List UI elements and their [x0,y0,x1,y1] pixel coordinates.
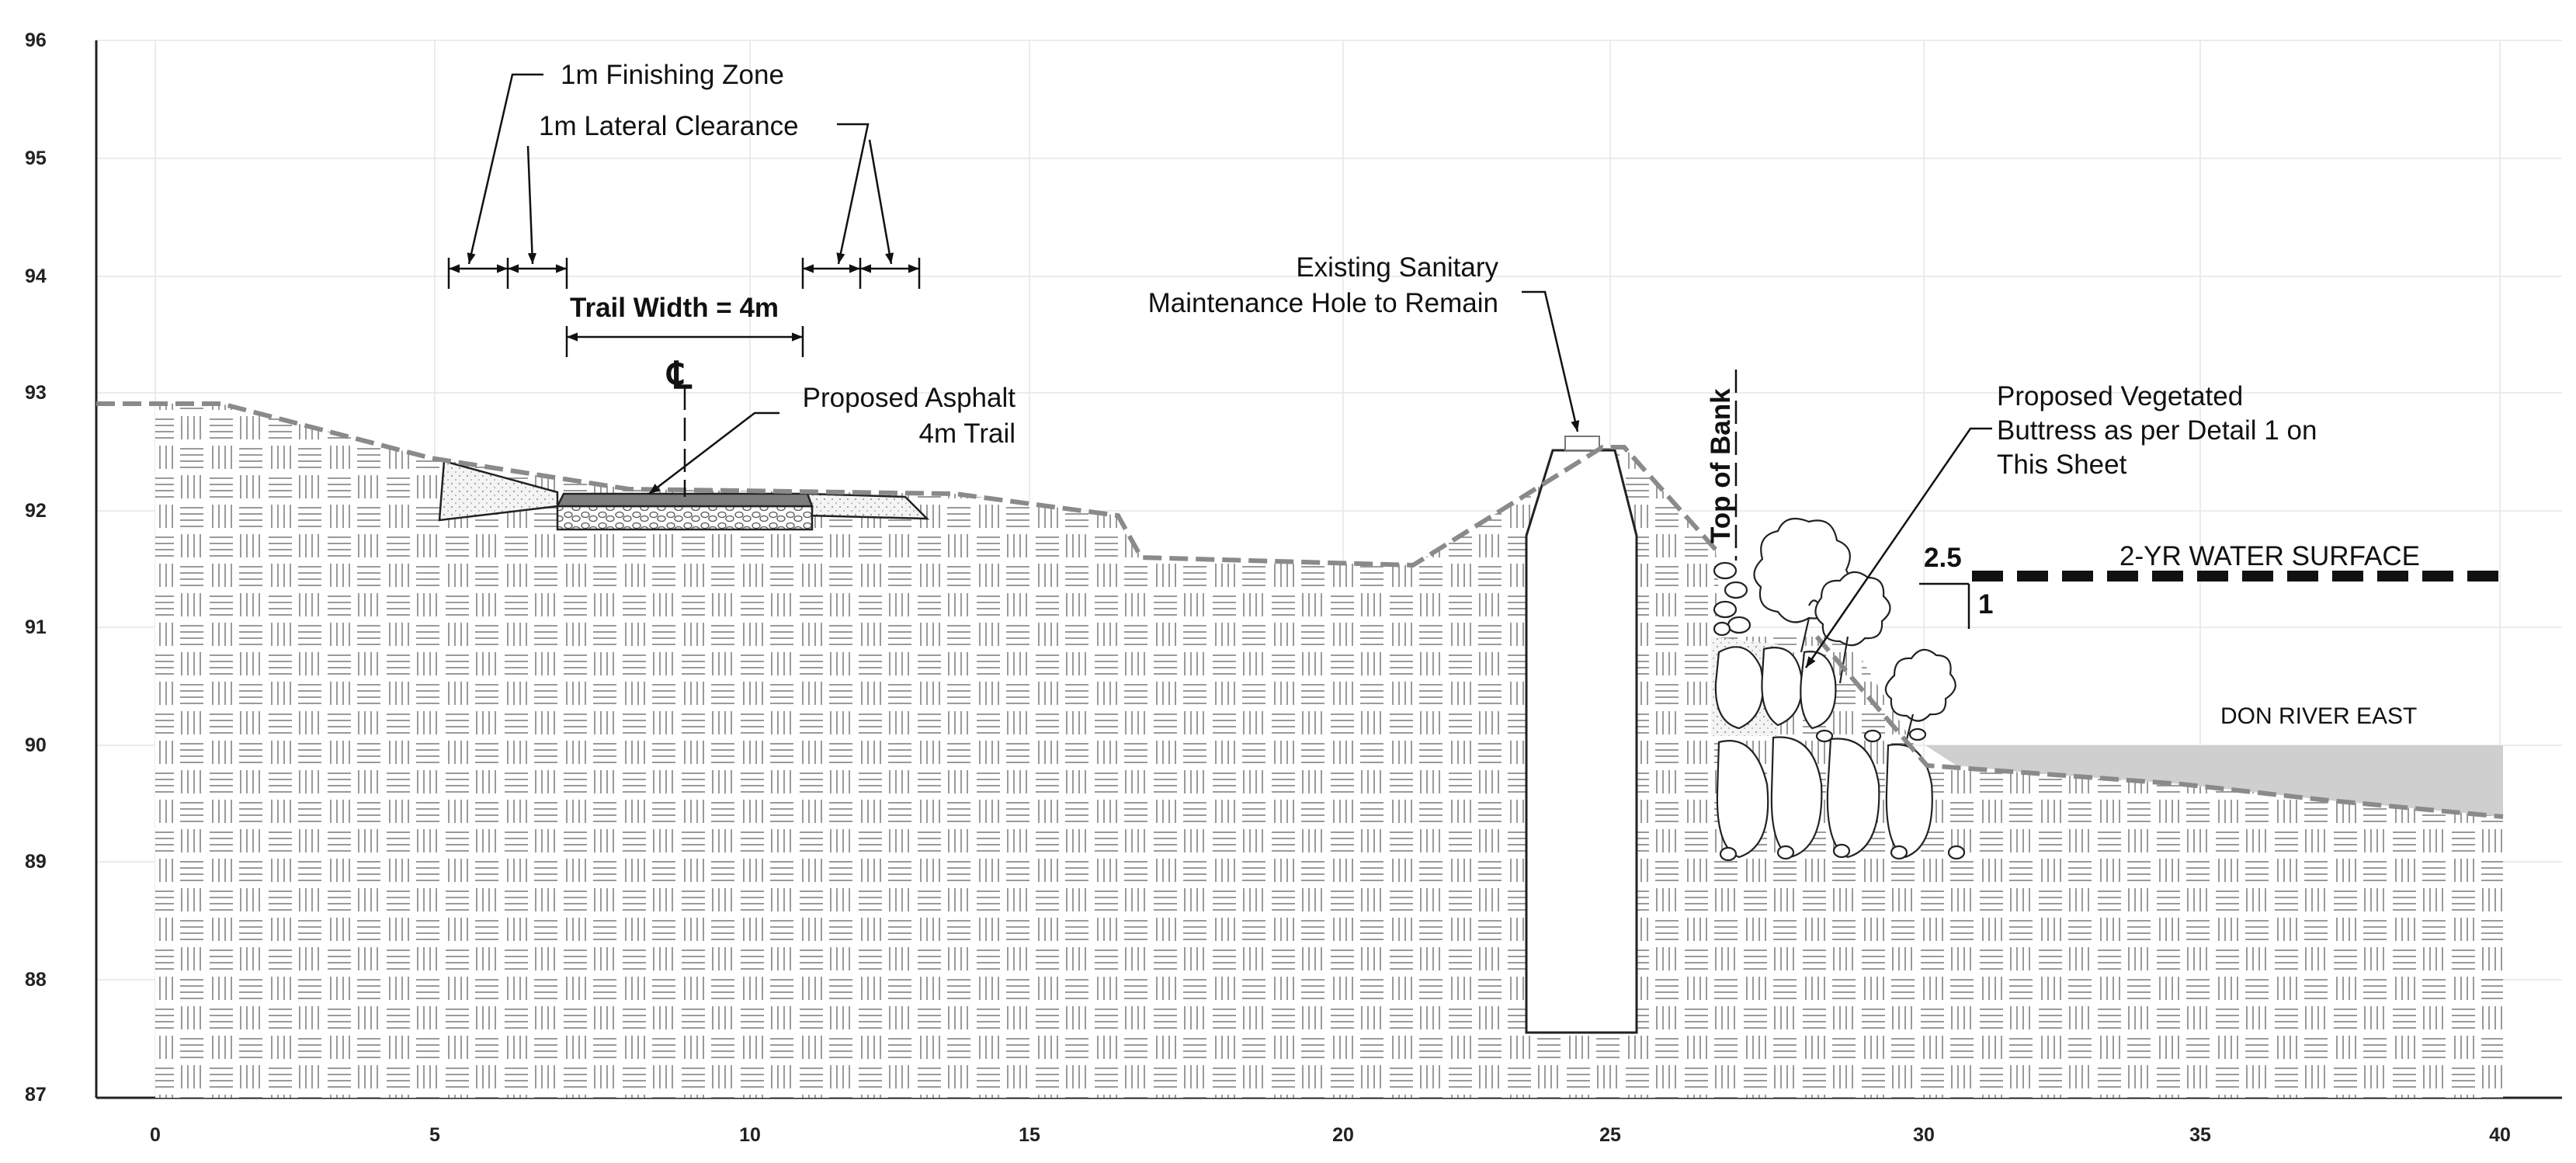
x-tick-label: 30 [1913,1124,1935,1146]
rock-cluster-upper [1713,561,1751,637]
buttress-leader [1804,427,1992,668]
shrub-lower [1884,648,1956,746]
slope-run-label: 2.5 [1924,543,1962,573]
centerline-symbol: ℄ [666,356,693,397]
water-surface-label: 2-YR WATER SURFACE [2119,541,2420,571]
y-tick-label: 90 [25,734,47,756]
slope-rise-label: 1 [1978,589,1993,620]
river-water-area [1925,745,2503,817]
top-of-bank-label: Top of Bank [1706,388,1736,543]
buttress-label-line1: Proposed Vegetated [1997,381,2243,411]
lateral-clearance-label: 1m Lateral Clearance [539,111,799,141]
x-tick-label: 20 [1332,1124,1354,1146]
y-tick-label: 88 [25,969,47,991]
x-tick-label: 25 [1599,1124,1621,1146]
y-tick-label: 93 [25,382,47,404]
y-tick-label: 92 [25,500,47,522]
asphalt-label-line1: Proposed Asphalt [803,383,1016,413]
buttress-label-line2: Buttress as per Detail 1 on [1997,415,2317,446]
bank-to-river-profile [1814,635,2504,819]
x-tick-label: 15 [1019,1124,1040,1146]
y-tick-label: 94 [25,266,47,287]
vegetated-buttress [1711,517,1966,862]
asphalt-leader [648,411,779,495]
x-tick-labels: 0 5 10 15 20 25 30 35 40 [150,1124,2511,1146]
buttress-label-line3: This Sheet [1997,450,2127,480]
trail-granular-base [556,505,814,531]
sanitary-leader [1522,290,1580,432]
x-tick-label: 0 [150,1124,161,1146]
x-tick-label: 10 [739,1124,761,1146]
sanitary-label-line1: Existing Sanitary [1296,252,1498,283]
y-tick-label: 87 [25,1084,47,1106]
x-tick-label: 40 [2489,1124,2511,1146]
river-label: DON RIVER EAST [2220,703,2417,729]
asphalt-label-line2: 4m Trail [919,418,1015,449]
x-tick-label: 5 [429,1124,440,1146]
sanitary-maintenance-hole [1525,436,1638,1034]
y-tick-label: 89 [25,851,47,873]
trail-dimensions [447,73,921,357]
x-tick-label: 35 [2189,1124,2211,1146]
trail-asphalt-surface [555,492,814,508]
existing-ground-fill [155,404,2503,1098]
y-tick-label: 91 [25,616,47,638]
sanitary-label-line2: Maintenance Hole to Remain [1148,288,1498,318]
finishing-zone-label: 1m Finishing Zone [561,60,784,90]
y-tick-label: 95 [25,148,47,169]
y-tick-label: 96 [25,30,47,51]
existing-ground-profile [96,401,1718,568]
armour-stones [1714,646,1966,862]
y-tick-labels: 96 95 94 93 92 91 90 89 88 87 [25,30,47,1106]
trail-width-label: Trail Width = 4m [570,293,779,323]
slope-indicator [1919,582,1970,629]
